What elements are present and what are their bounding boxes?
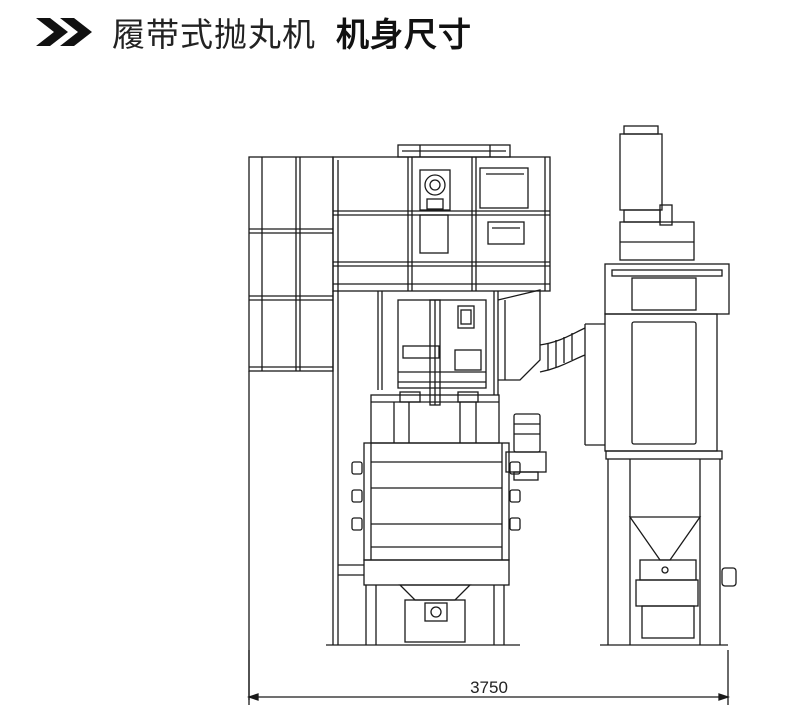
support-columns [332,289,541,645]
page-subtitle: 机身尺寸 [336,15,472,54]
blast-chamber [326,391,547,646]
double-chevron-right-icon [36,18,92,46]
top-platform [332,144,551,292]
left-guard-cage [248,156,334,700]
duct-pipe [539,327,586,373]
page-title: 履带式抛丸机 [112,15,316,54]
overall-width-label: 3750 [470,678,508,697]
dust-collector [584,125,737,646]
overall-width-dimension: 3750 [246,650,731,705]
page-header: 履带式抛丸机 机身尺寸 [34,8,472,56]
